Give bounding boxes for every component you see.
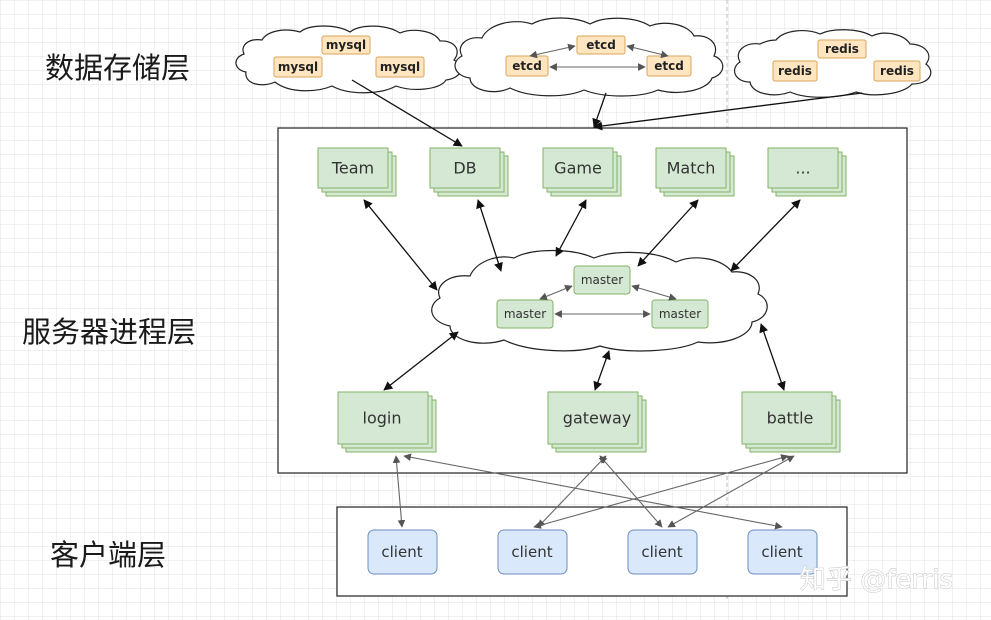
master-node-2: master [496, 299, 554, 329]
svg-text:mysql: mysql [380, 60, 420, 74]
edge-client1-login [392, 455, 406, 528]
storage-node-mysql-1: mysql [321, 35, 371, 55]
service-login: login [337, 391, 437, 453]
edge-db-master [476, 199, 503, 272]
svg-text:mysql: mysql [278, 60, 318, 74]
edge-master-battle [759, 323, 786, 391]
storage-node-etcd-2: etcd [505, 55, 549, 77]
layer-label-server: 服务器进程层 [22, 315, 196, 349]
svg-text:master: master [504, 307, 546, 321]
storage-node-etcd-1: etcd [576, 35, 626, 55]
svg-text:redis: redis [880, 64, 914, 78]
service-db: DB [429, 147, 509, 197]
storage-node-etcd-3: etcd [646, 55, 692, 77]
svg-text:master: master [659, 307, 701, 321]
svg-text:Game: Game [554, 159, 602, 178]
storage-node-redis-3: redis [873, 60, 921, 82]
edge-redis-to-server [593, 92, 863, 131]
storage-node-mysql-2: mysql [273, 56, 323, 78]
svg-text:etcd: etcd [512, 59, 542, 73]
service-battle: battle [741, 391, 841, 453]
svg-text:gateway: gateway [563, 409, 631, 428]
svg-text:mysql: mysql [326, 38, 366, 52]
storage-node-mysql-3: mysql [375, 56, 425, 78]
service-team: Team [317, 147, 397, 197]
svg-text:redis: redis [778, 64, 812, 78]
edge-master-gateway [593, 350, 611, 391]
svg-text:battle: battle [767, 409, 814, 428]
svg-text:client: client [381, 543, 422, 561]
edge-etcd-1-3 [626, 43, 669, 59]
service-game: Game [542, 147, 622, 197]
edge-game-master [555, 199, 587, 257]
client-node-1: client [367, 529, 438, 575]
svg-text:etcd: etcd [654, 59, 684, 73]
layer-label-storage: 数据存储层 [45, 51, 190, 85]
master-node-1: master [573, 265, 631, 295]
client-node-4: client [747, 529, 818, 575]
svg-text:client: client [511, 543, 552, 561]
svg-text:master: master [581, 273, 623, 287]
svg-text:Team: Team [331, 159, 374, 178]
svg-text:Match: Match [667, 159, 716, 178]
svg-text:redis: redis [825, 42, 859, 56]
service-gateway: gateway [547, 391, 647, 453]
svg-text:DB: DB [453, 159, 476, 178]
edge-master-1-3 [631, 284, 677, 301]
client-node-3: client [627, 529, 698, 575]
edge-team-master [363, 199, 438, 291]
layer-label-client: 客户端层 [50, 538, 166, 572]
client-node-2: client [497, 529, 568, 575]
edge-client3-battle [667, 455, 795, 528]
edge-master-1-2 [539, 285, 573, 300]
edge-master-login [383, 331, 459, 391]
svg-text:...: ... [795, 159, 810, 178]
service-match: Match [655, 147, 735, 197]
watermark: 知乎 @ferris [800, 565, 953, 595]
edge-match-master [637, 199, 699, 267]
storage-node-redis-1: redis [817, 39, 867, 59]
edge-etcd-1-2 [529, 43, 576, 59]
svg-text:etcd: etcd [586, 38, 616, 52]
master-node-3: master [651, 299, 709, 329]
storage-node-redis-2: redis [772, 60, 818, 82]
edge-mysql-to-db [351, 79, 463, 147]
edge-more-master [730, 199, 801, 272]
svg-text:login: login [363, 409, 402, 428]
svg-text:client: client [761, 543, 802, 561]
service-more: ... [767, 147, 847, 197]
edge-etcd-to-server [592, 92, 607, 128]
svg-text:client: client [641, 543, 682, 561]
